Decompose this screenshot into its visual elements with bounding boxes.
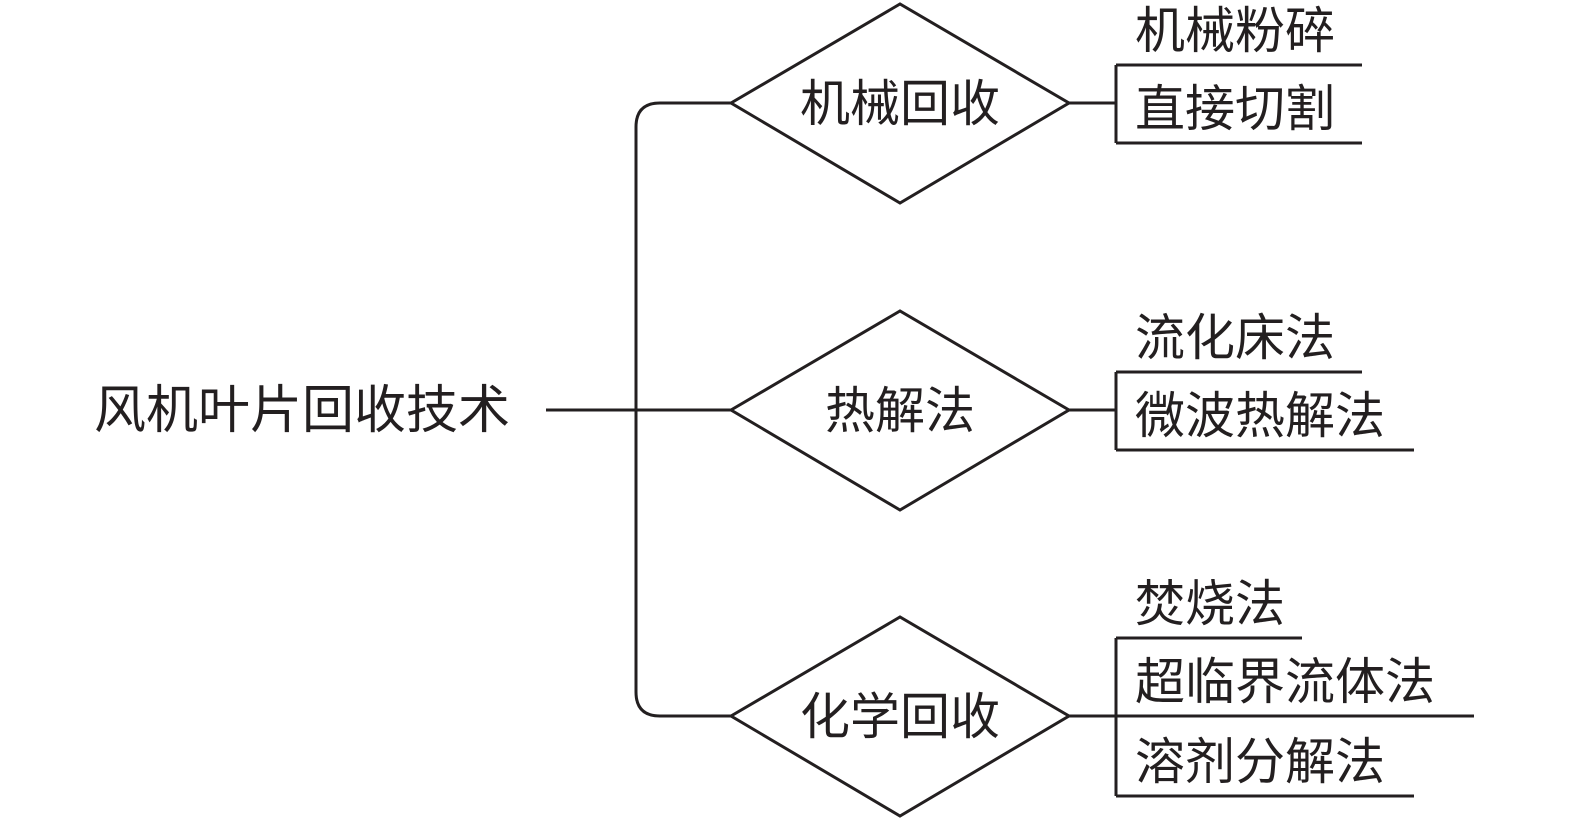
method-label: 超临界流体法 [1135, 653, 1435, 711]
method-label: 直接切割 [1135, 80, 1335, 138]
method-label: 机械粉碎 [1135, 2, 1335, 60]
method-label: 微波热解法 [1135, 387, 1385, 445]
category-label: 化学回收 [800, 688, 1000, 746]
category-mechanical: 机械回收 机械粉碎 直接切割 [728, 2, 1362, 205]
method-label: 焚烧法 [1135, 575, 1285, 633]
category-chemical: 化学回收 焚烧法 超临界流体法 溶剂分解法 [728, 575, 1474, 818]
category-pyrolysis: 热解法 流化床法 微波热解法 [728, 309, 1414, 512]
category-label: 热解法 [825, 382, 975, 440]
root-label: 风机叶片回收技术 [94, 381, 510, 441]
category-label: 机械回收 [800, 75, 1000, 133]
method-label: 流化床法 [1135, 309, 1335, 367]
method-label: 溶剂分解法 [1135, 733, 1385, 791]
